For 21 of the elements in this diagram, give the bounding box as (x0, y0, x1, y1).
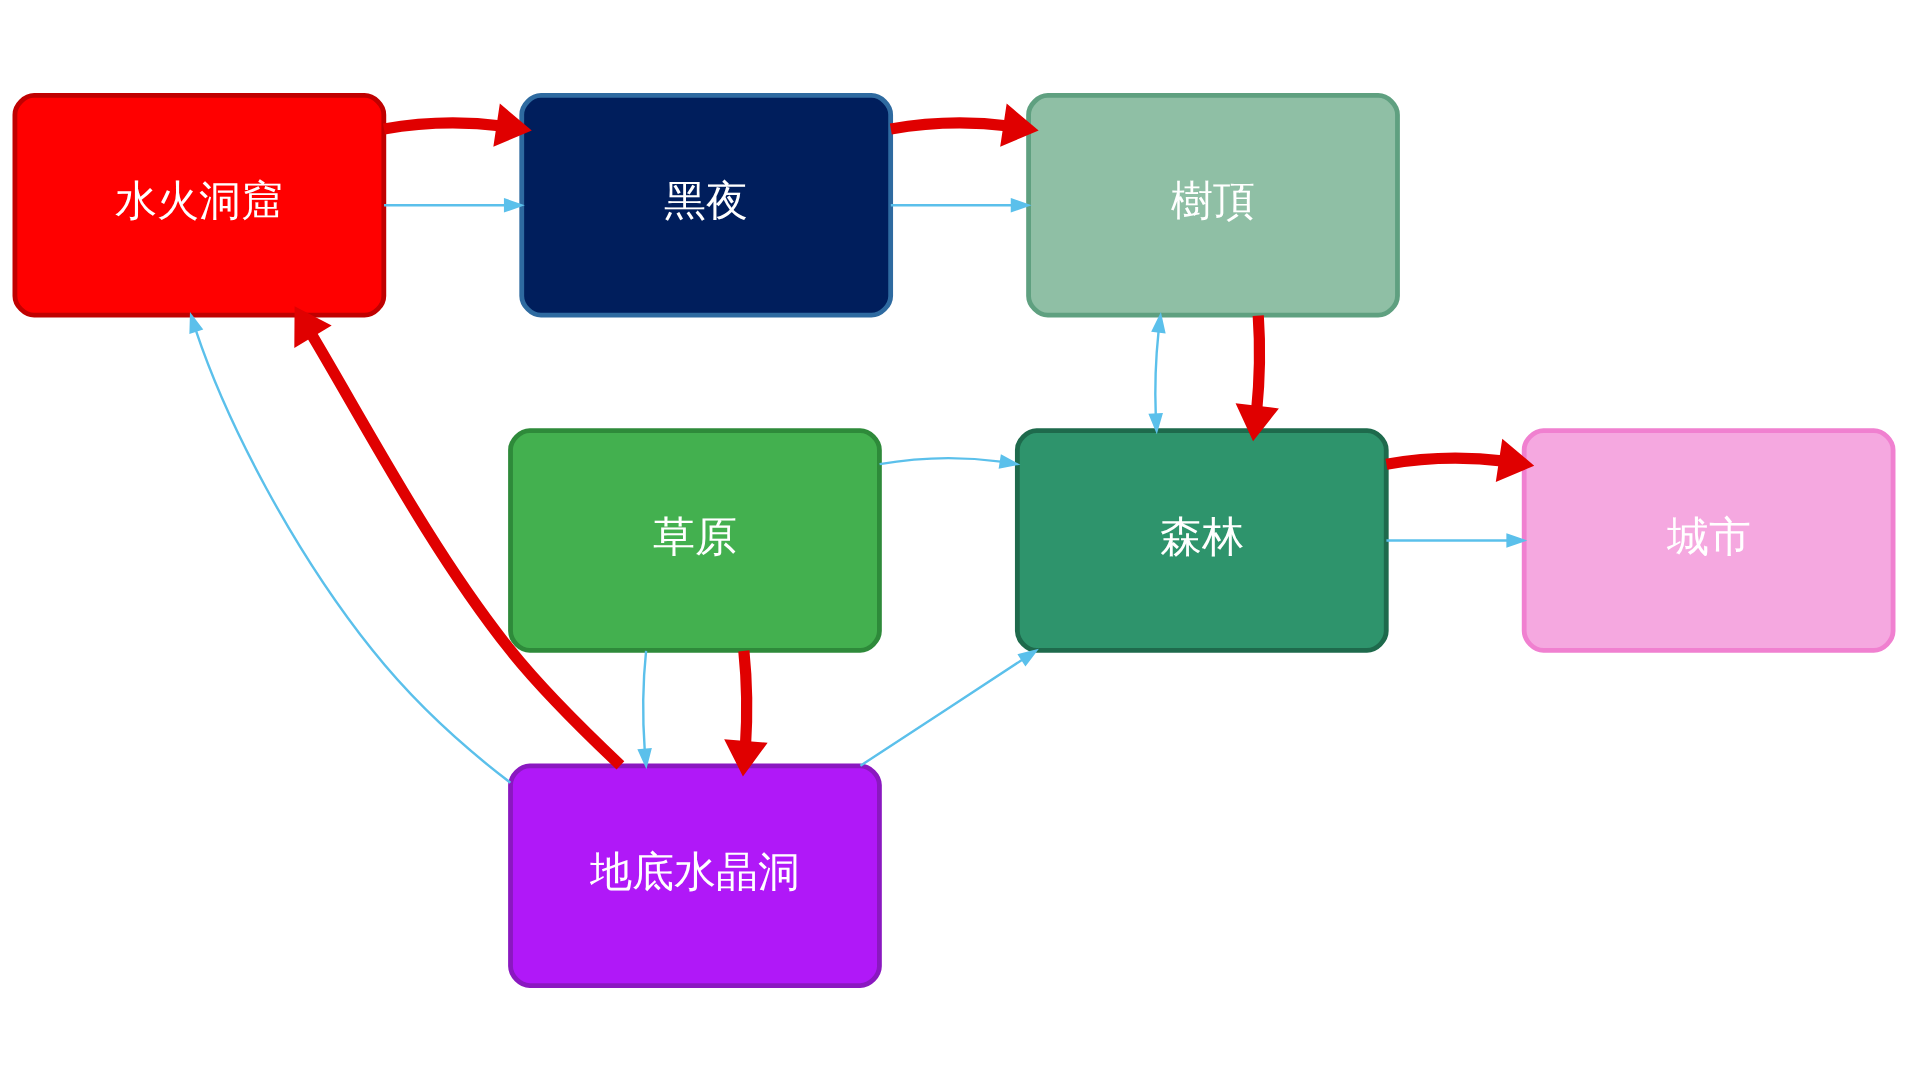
node-box: 森林 (1014, 428, 1389, 653)
arrow (1148, 311, 1166, 435)
arrow (189, 311, 512, 784)
arrow (724, 650, 768, 777)
arrow (637, 650, 652, 770)
node-box: 草原 (508, 428, 882, 653)
arrow (890, 197, 1032, 213)
node-box: 城市 (1521, 428, 1896, 653)
arrow (1386, 533, 1528, 548)
arrow (384, 197, 525, 213)
node-box: 樹頂 (1026, 93, 1400, 318)
arrow (879, 454, 1021, 469)
node-box: 水火洞窟 (12, 93, 387, 318)
node-box: 黑夜 (519, 93, 894, 318)
arrow (1235, 315, 1279, 442)
arrow (1385, 438, 1535, 482)
arrow (859, 648, 1039, 767)
arrow (889, 103, 1039, 147)
arrow (294, 306, 625, 770)
arrow (383, 103, 532, 147)
node-box: 地底水晶洞 (508, 763, 882, 988)
